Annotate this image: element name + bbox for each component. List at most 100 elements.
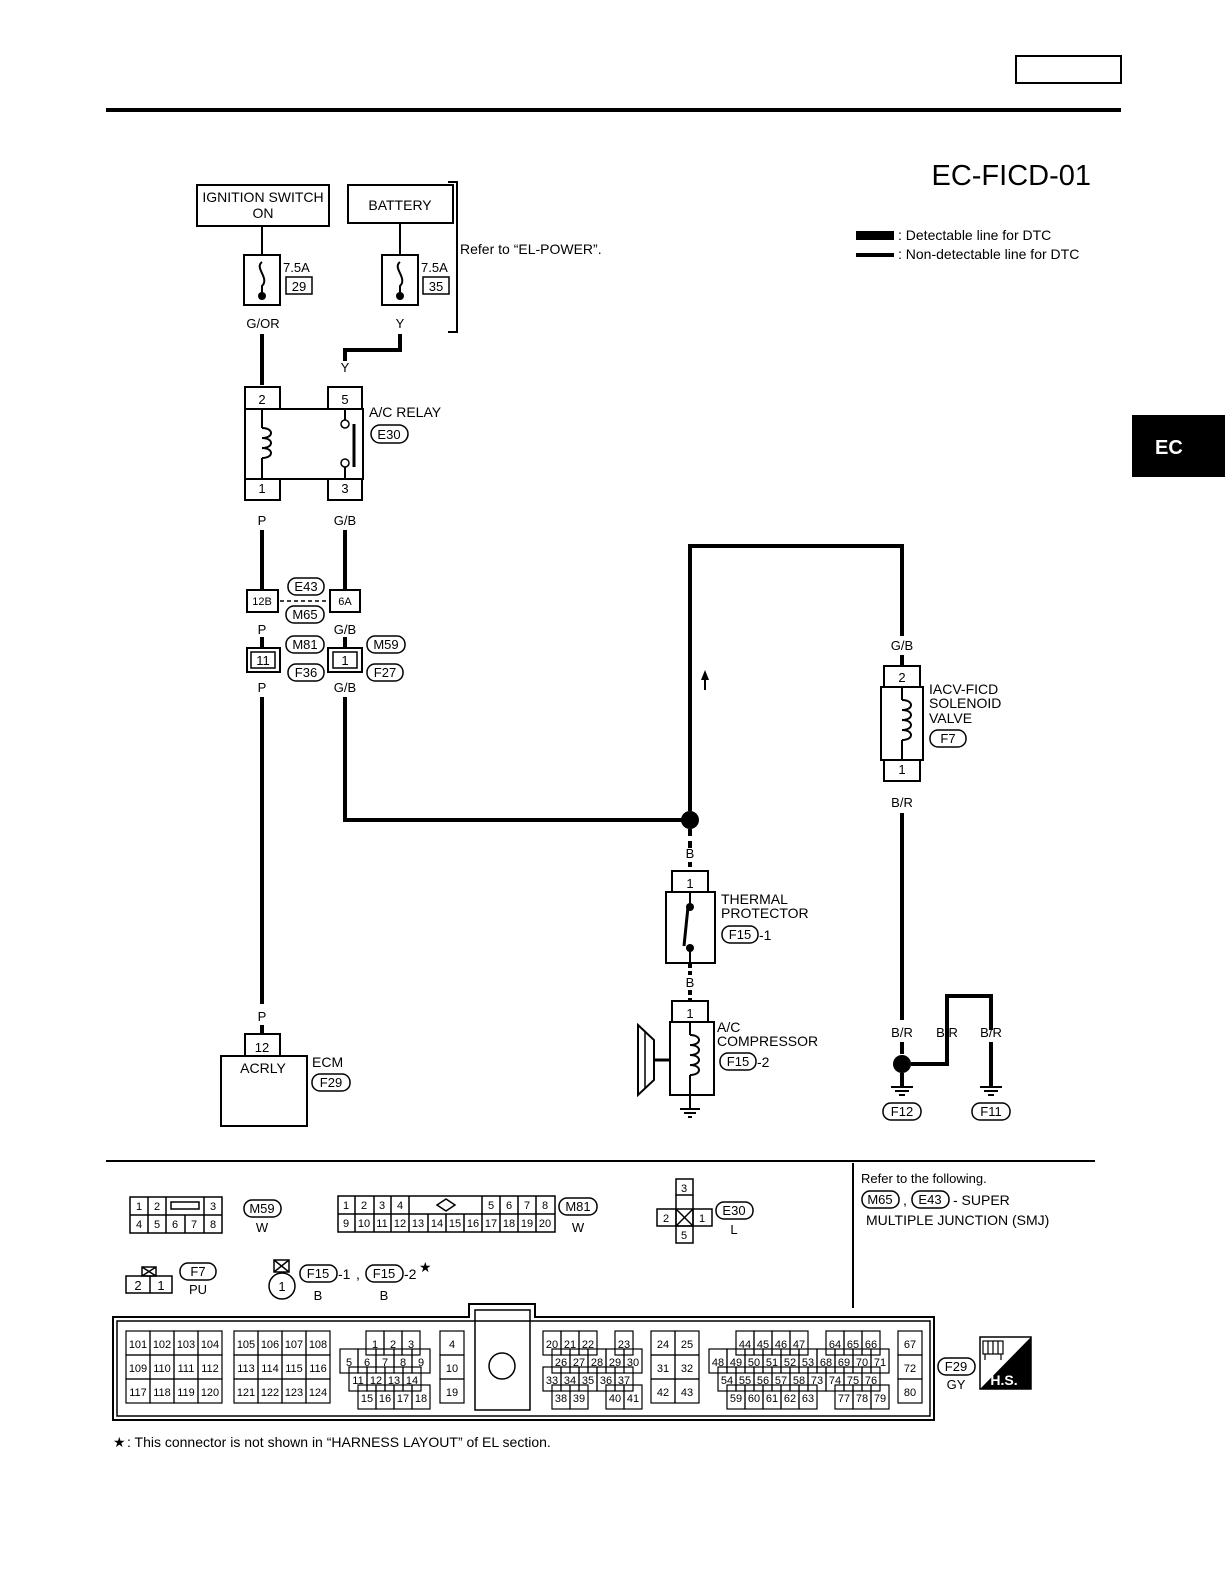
- f29-pin-122: 122: [261, 1387, 279, 1399]
- connector-f15: [268, 1259, 296, 1300]
- solenoid-conn-badge: [929, 729, 967, 748]
- pin-6a: 6A: [338, 596, 352, 608]
- comp-pin1-bracket: [671, 1000, 709, 1021]
- connector-e30: [656, 1178, 713, 1244]
- m81-pin-10: 10: [358, 1218, 370, 1230]
- e30-pin-3: 3: [681, 1183, 687, 1195]
- wire-label-p-2: P: [258, 622, 267, 637]
- relay-conn: E30: [377, 427, 400, 442]
- f29-pin-107: 107: [285, 1339, 303, 1351]
- wire-label-p-1: P: [258, 513, 267, 528]
- f29-pin-34: 34: [564, 1375, 576, 1387]
- smj-m65: M65: [292, 607, 317, 622]
- f15-suffix2: -2: [404, 1266, 417, 1282]
- f29-pin-119: 119: [177, 1387, 195, 1399]
- f29-pin-17: 17: [397, 1393, 409, 1405]
- page-title: EC-FICD-01: [931, 160, 1091, 192]
- f29-pin-2: 2: [390, 1339, 396, 1351]
- f29-pin-66: 66: [865, 1339, 877, 1351]
- pin-1-f27-box: [332, 651, 358, 669]
- pin-1-f27-bracket: [327, 647, 363, 673]
- legend-non-detectable-swatch: [856, 253, 894, 257]
- ecm-pin12-bracket: [244, 1033, 281, 1055]
- f15-id2-badge: [365, 1264, 404, 1283]
- relay-pin2-bracket: [244, 386, 281, 408]
- relay-pin-1: 1: [258, 481, 265, 496]
- f29-pin-108: 108: [309, 1339, 327, 1351]
- f29-pin-40: 40: [609, 1393, 621, 1405]
- f29-pin-76: 76: [865, 1375, 877, 1387]
- f29-pin-60: 60: [748, 1393, 760, 1405]
- f29-pin-124: 124: [309, 1387, 327, 1399]
- relay-conn-badge: [370, 424, 409, 444]
- compressor-suffix: -2: [757, 1054, 770, 1070]
- fuse-29-element: [258, 261, 266, 296]
- m81-pin-11: 11: [376, 1218, 387, 1230]
- f29-pin-61: 61: [766, 1393, 778, 1405]
- f29-pin-123: 123: [285, 1387, 303, 1399]
- f29-pin-46: 46: [775, 1339, 787, 1351]
- f29-pin-1: 1: [372, 1339, 378, 1351]
- f29-pin-71: 71: [874, 1357, 886, 1369]
- conn-m59-badge: [366, 635, 406, 654]
- m81-pin-15: 15: [449, 1218, 461, 1230]
- f15-color1: B: [314, 1288, 323, 1303]
- connector-m81: [337, 1195, 556, 1233]
- conn-f36-badge: [287, 663, 325, 682]
- m59-pin-4: 4: [136, 1219, 142, 1231]
- f29-pin-32: 32: [681, 1363, 693, 1375]
- smj-note-m65: M65: [867, 1192, 892, 1207]
- f29-pin-cell: [870, 1384, 890, 1410]
- solenoid-label-3: VALVE: [929, 710, 972, 726]
- relay-coil: [261, 427, 272, 459]
- fuse-29-body: [243, 254, 281, 306]
- f29-pin-4: 4: [449, 1339, 455, 1351]
- smj-note-m65-badge: [861, 1190, 900, 1209]
- f29-pin-19: 19: [446, 1387, 458, 1399]
- f29-pin-111: 111: [178, 1363, 195, 1375]
- wire-label-gb-sol: G/B: [891, 638, 913, 653]
- conn-f36: F36: [295, 665, 317, 680]
- f29-pin-114: 114: [261, 1363, 279, 1375]
- e30-id: E30: [722, 1203, 745, 1218]
- ground-f11-symbol: [980, 1086, 1002, 1096]
- ground-f12: F12: [891, 1104, 913, 1119]
- f29-pin-36: 36: [600, 1375, 612, 1387]
- ecm-terminal: ACRLY: [240, 1060, 286, 1076]
- e30-pin-2: 2: [663, 1213, 669, 1225]
- thermal-contact-bottom: [686, 944, 694, 952]
- relay-pin5-bracket: [327, 386, 363, 408]
- wire-label-y-top: Y: [396, 316, 405, 331]
- thermal-label-1: THERMAL: [721, 891, 788, 907]
- f7-pin-1: 1: [157, 1278, 164, 1293]
- m81-pin-12: 12: [394, 1218, 406, 1230]
- fuse-29-number-box: [285, 276, 313, 295]
- f29-pin-29: 29: [609, 1357, 621, 1369]
- f29-pin-80: 80: [904, 1387, 916, 1399]
- fuse-35-terminal: [396, 292, 404, 300]
- f29-pin-cell: [305, 1378, 331, 1404]
- legend-non-detectable: : Non-detectable line for DTC: [898, 246, 1079, 262]
- f15-color2: B: [380, 1288, 389, 1303]
- m59-pin-7: 7: [191, 1219, 197, 1231]
- m81-id: M81: [565, 1199, 590, 1214]
- f29-pin-25: 25: [681, 1339, 693, 1351]
- f29-pin-38: 38: [555, 1393, 567, 1405]
- ground-f11-badge: [971, 1102, 1011, 1121]
- relay-pin1-bracket: [244, 480, 281, 501]
- compressor-body: [669, 1021, 715, 1096]
- m59-pin-8: 8: [210, 1219, 216, 1231]
- m81-pin-16: 16: [467, 1218, 479, 1230]
- pin-11-box: [250, 651, 276, 669]
- signal-arrow: [701, 670, 709, 680]
- f29-pin-118: 118: [153, 1387, 171, 1399]
- m81-pin-19: 19: [521, 1218, 533, 1230]
- refer-el-power: Refer to “EL-POWER”.: [460, 241, 602, 257]
- f29-id-badge: [937, 1357, 976, 1376]
- f29-pin-12: 12: [370, 1375, 382, 1387]
- wire-y: [343, 334, 402, 361]
- footnote-text: : This connector is not shown in “HARNES…: [127, 1434, 551, 1450]
- f29-pin-28: 28: [591, 1357, 603, 1369]
- connector-f7: [125, 1266, 173, 1294]
